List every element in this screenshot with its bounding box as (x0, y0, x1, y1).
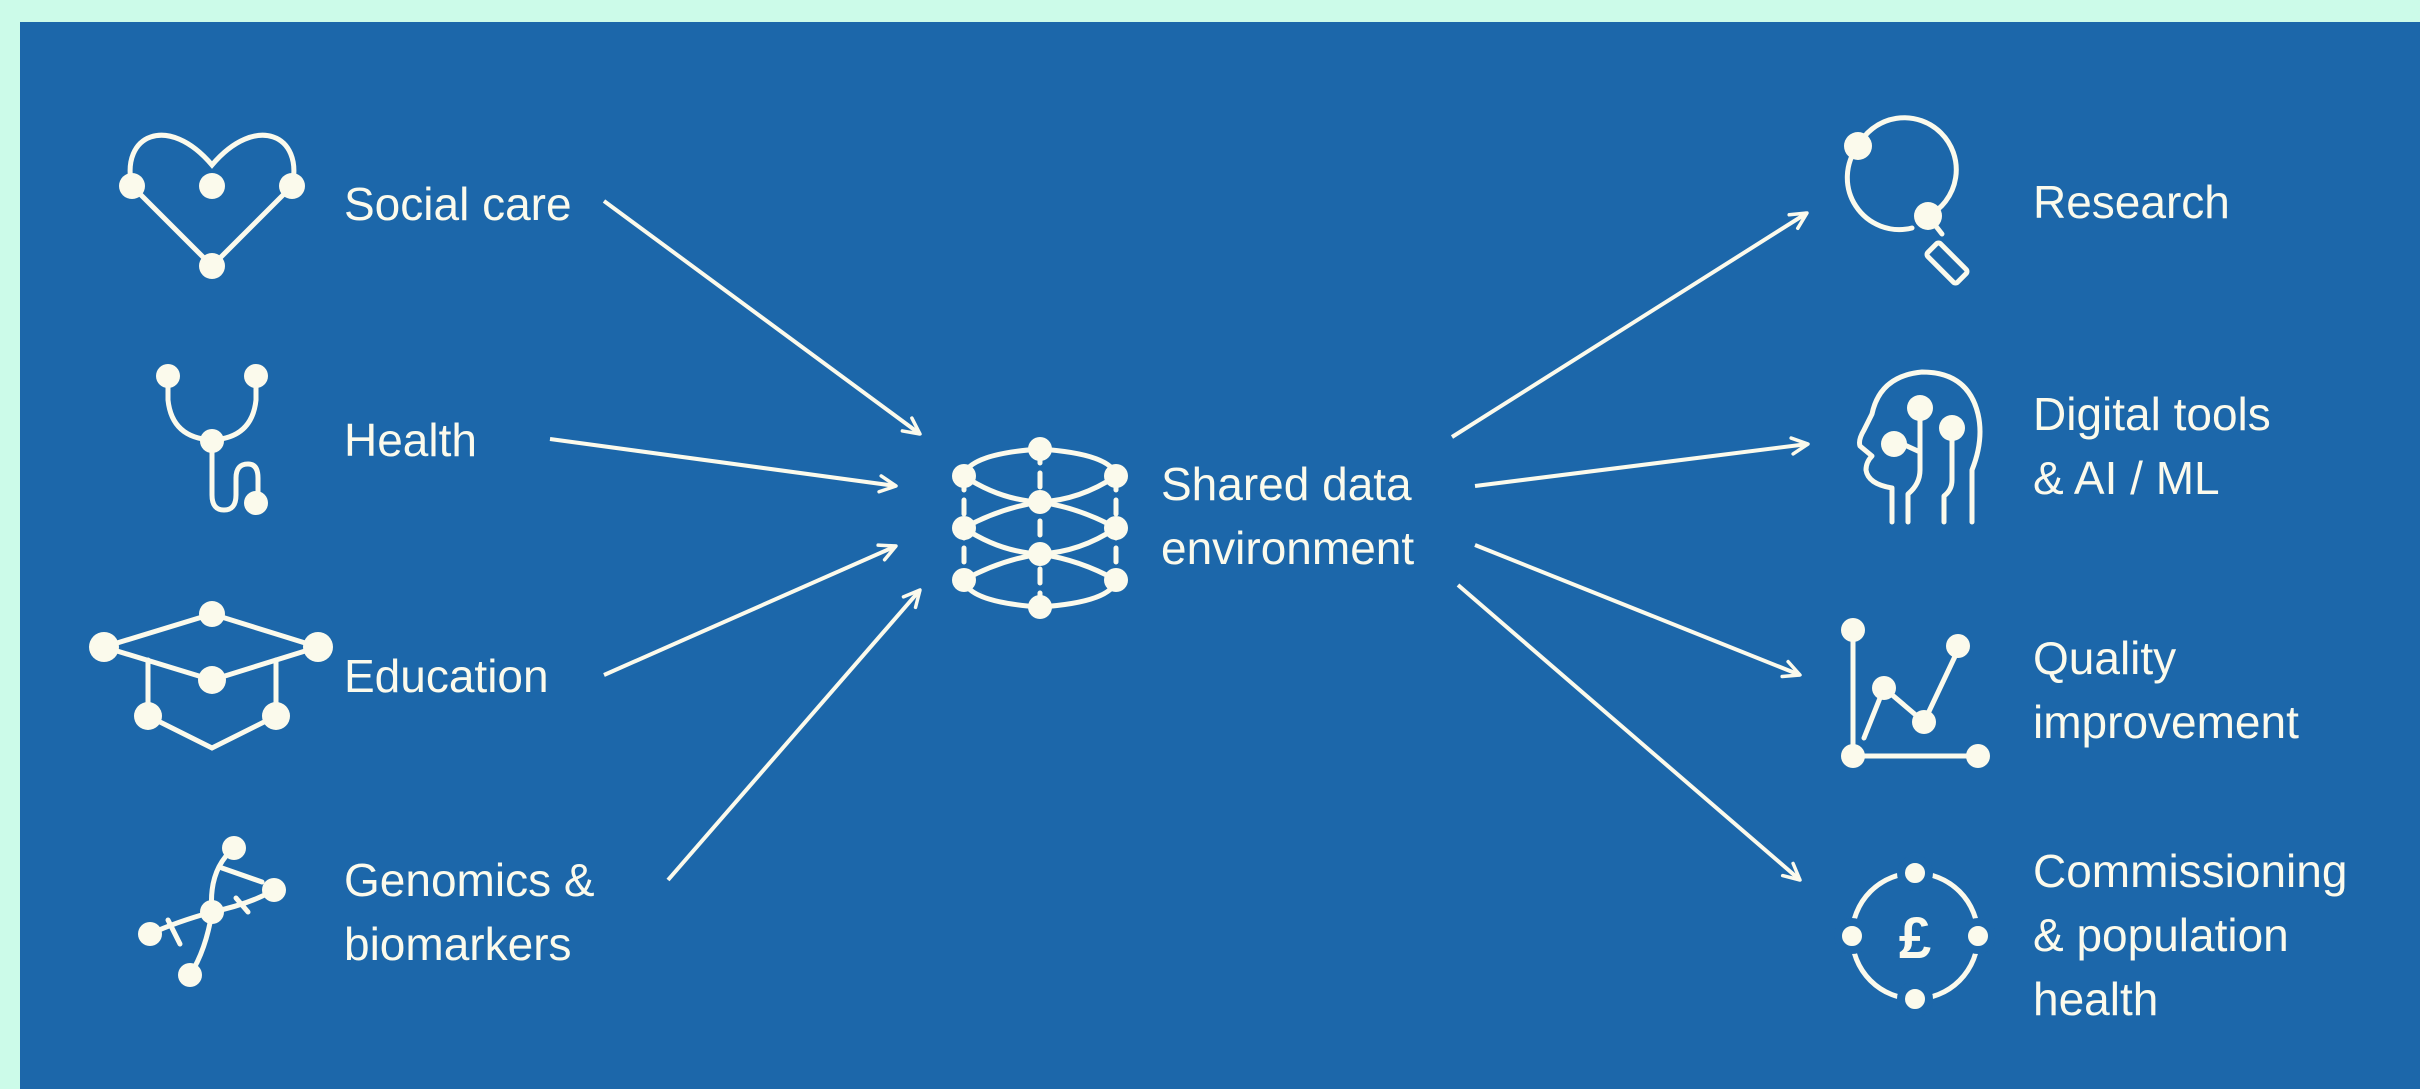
label-education: Education (344, 650, 549, 702)
arrow-genomics (666, 588, 922, 882)
label-research: Research (2033, 176, 2230, 228)
label-commissioning: Commissioning & population health (2033, 845, 2348, 1025)
label-digital-tools: Digital tools & AI / ML (2033, 388, 2271, 504)
input-arrows (549, 199, 922, 882)
arrow-digital-tools (1474, 436, 1810, 488)
arrow-education (603, 543, 898, 677)
arrow-research (1450, 211, 1809, 439)
output-arrows (1450, 211, 1810, 882)
label-genomics: Genomics & biomarkers (344, 854, 595, 970)
label-social-care: Social care (344, 178, 572, 230)
line-chart-icon (1841, 618, 1990, 768)
magnifier-icon (1844, 115, 1970, 286)
stethoscope-icon (156, 364, 268, 515)
dna-helix-icon (138, 836, 286, 987)
arrow-commissioning (1456, 583, 1802, 882)
label-shared-data-environment: Shared data environment (1161, 458, 1415, 574)
diagram-panel (20, 22, 2420, 1089)
ai-head-icon (1857, 369, 1983, 525)
label-quality-improvement: Quality improvement (2033, 632, 2299, 748)
arrow-quality (1474, 543, 1802, 679)
heart-network-icon (119, 132, 305, 279)
pound-cycle-icon: £ (1834, 855, 1996, 1017)
graduation-cap-icon (89, 601, 333, 751)
label-health: Health (344, 414, 477, 466)
arrow-health (549, 437, 898, 494)
svg-text:£: £ (1899, 906, 1931, 971)
arrow-social-care (602, 199, 922, 436)
database-network-icon (952, 437, 1128, 619)
